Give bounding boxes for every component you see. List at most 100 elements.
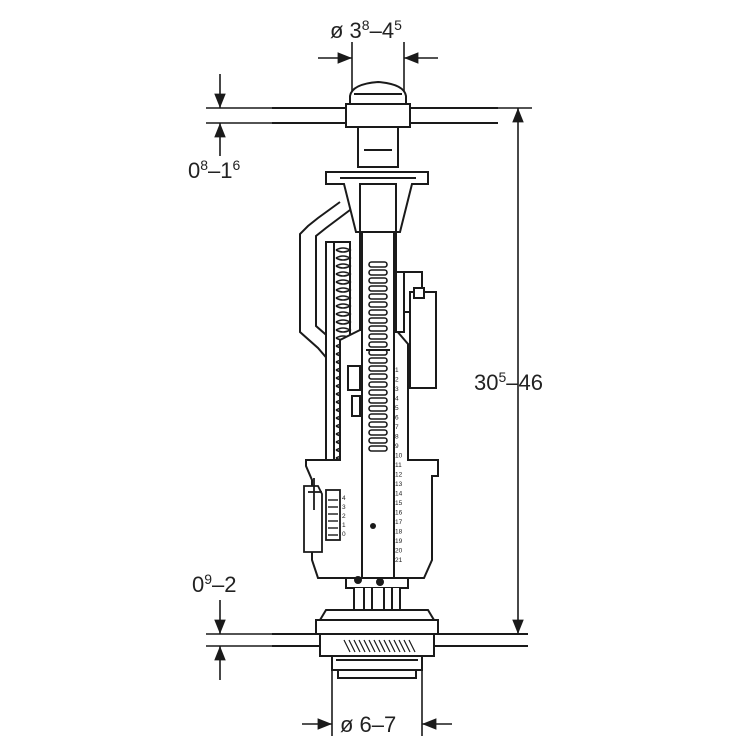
bottom-diameter-label: ø 6–7: [340, 712, 396, 737]
spring-coil: [368, 357, 388, 364]
spring-coil: [335, 287, 352, 293]
push-button: [345, 80, 411, 128]
spring-coil: [335, 295, 352, 301]
thread-line: [353, 639, 361, 653]
side-scale-ticks: [328, 499, 338, 536]
scale-number: 14: [395, 491, 403, 498]
spring-coil: [368, 301, 388, 308]
spring-coil: [368, 421, 388, 428]
scale-number: 0: [342, 531, 346, 538]
spring-coil: [335, 327, 352, 333]
side-scale: 4 3 2 1 0: [342, 495, 346, 538]
spring-coil: [335, 255, 352, 261]
spring-coil: [368, 373, 388, 380]
thread-line: [408, 639, 416, 653]
scale-number: 2: [342, 513, 346, 520]
spring-coil: [368, 405, 388, 412]
dim-top-plate: [206, 74, 272, 156]
side-adjuster: [303, 478, 341, 553]
scale-number: 20: [395, 548, 403, 555]
scale-number: 8: [395, 434, 399, 441]
scale-number: 7: [395, 424, 399, 431]
spring-coil: [368, 285, 388, 292]
spring-coil: [368, 381, 388, 388]
spring-coil: [368, 349, 388, 356]
spring-coil: [335, 271, 352, 277]
scale-number: 15: [395, 500, 403, 507]
spring-coil: [368, 317, 388, 324]
dim-total-height: [498, 107, 532, 634]
spring-coil: [368, 277, 388, 284]
scale-number: 3: [395, 386, 399, 393]
spring-coil: [368, 261, 388, 268]
scale-number: 21: [395, 557, 403, 564]
thread-line: [358, 639, 366, 653]
spring-coil: [335, 319, 352, 325]
thread-line: [393, 639, 401, 653]
outlet-nut: [319, 633, 435, 679]
scale-number: 17: [395, 519, 403, 526]
spring-coil: [335, 263, 352, 269]
spring-center: [368, 261, 388, 452]
spring-coil: [335, 247, 352, 253]
scale-number: 10: [395, 453, 403, 460]
thread-line: [383, 639, 391, 653]
side-float: [395, 271, 437, 389]
spring-coil: [368, 397, 388, 404]
thread-line: [378, 639, 386, 653]
scale-number: 13: [395, 481, 403, 488]
valve-neck: [345, 576, 409, 611]
thread-line: [398, 639, 406, 653]
scale-number: 3: [342, 504, 346, 511]
scale-number: 1: [342, 522, 346, 529]
scale-number: 1: [395, 367, 399, 374]
scale-number: 9: [395, 443, 399, 450]
spring-coil: [368, 269, 388, 276]
spring-coil: [368, 293, 388, 300]
spring-coil: [335, 279, 352, 285]
thread-line: [388, 639, 396, 653]
actuator-stem: [357, 126, 399, 168]
thread-line: [343, 639, 351, 653]
scale-number: 5: [395, 405, 399, 412]
spring-coil: [335, 311, 352, 317]
thread-line: [403, 639, 411, 653]
scale-number: 6: [395, 415, 399, 422]
thread-line: [363, 639, 371, 653]
thread-line: [373, 639, 381, 653]
spring-coil: [368, 309, 388, 316]
top-diameter-label: ø 38–45: [330, 17, 402, 43]
spring-coil: [335, 303, 352, 309]
spring-coil: [368, 341, 388, 348]
housing-latch: [347, 365, 361, 417]
spring-coil: [368, 437, 388, 444]
dim-top-diameter: [318, 42, 438, 92]
scale-number: 16: [395, 510, 403, 517]
dim-bottom-plate: [206, 600, 272, 680]
bottom-plate-label: 09–2: [192, 571, 237, 597]
spring-coil: [368, 429, 388, 436]
housing-screw: [370, 523, 376, 529]
seal-ring: [315, 609, 439, 635]
scale-number: 12: [395, 472, 403, 479]
thread-line: [368, 639, 376, 653]
scale-number: 4: [395, 396, 399, 403]
scale-number: 2: [395, 377, 399, 384]
scale-number: 18: [395, 529, 403, 536]
thread-line: [348, 639, 356, 653]
spring-coil: [368, 325, 388, 332]
dim-bottom-diameter: [302, 670, 452, 736]
spring-coil: [368, 413, 388, 420]
spring-coil: [368, 389, 388, 396]
scale-number: 4: [342, 495, 346, 502]
nut-thread: [343, 639, 416, 653]
spring-coil: [368, 365, 388, 372]
total-height-label: 305–46: [474, 369, 543, 395]
scale-number: 19: [395, 538, 403, 545]
spring-coil: [368, 445, 388, 452]
spring-coil: [368, 333, 388, 340]
top-plate-label: 08–16: [188, 157, 241, 183]
scale-number: 11: [395, 462, 402, 469]
